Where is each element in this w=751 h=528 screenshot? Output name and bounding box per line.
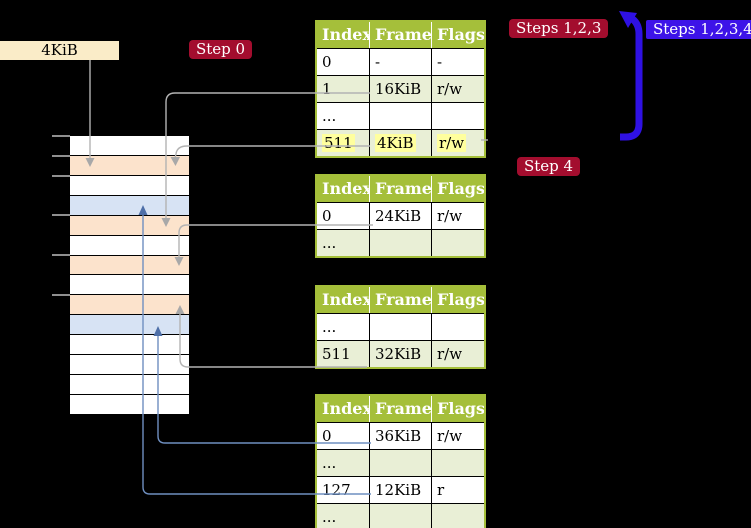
memory-row-free [70,234,189,255]
table-cell: 32KiB [370,341,432,367]
table-cell: r/w [437,80,463,98]
memory-row-page-table [70,254,189,275]
table-row: ... [317,229,484,256]
column-header: Flags [437,25,484,44]
table-cell: 0 [317,49,370,75]
memory-row-page-table [70,214,189,235]
address-tick [52,174,70,177]
table-cell: 511 [317,341,370,367]
cr3-address-box: 4KiB [0,41,119,60]
table-row: 511 4KiB r/w [317,129,484,156]
table-cell: 16KiB [370,76,432,102]
highlighted-value: r/w [437,134,467,152]
table-cell: ... [317,103,370,129]
column-header: Index [317,22,370,48]
table-cell: r [437,481,445,499]
address-tick [52,254,70,257]
memory-row-free [70,136,189,155]
table-cell [432,314,484,340]
column-header: Frame [370,22,432,48]
table-cell [432,504,484,528]
table-cell: 511 [317,130,370,156]
column-header: Frame [370,176,432,202]
column-header: Index [317,287,370,313]
table-cell: 36KiB [370,423,432,449]
table-cell: 24KiB [370,203,432,229]
table-cell [432,450,484,476]
memory-row-free [70,334,189,355]
table-cell: 1 [317,76,370,102]
table-cell: 12KiB [370,477,432,503]
steps-big-arrow [620,15,643,141]
step0-badge: Step 0 [189,40,253,59]
memory-row-page-table [70,294,189,315]
table-cell: 0 [317,203,370,229]
memory-row-mapped-page [70,194,189,215]
column-header: Frame [370,287,432,313]
address-tick [52,293,70,296]
memory-row-free [70,174,189,195]
column-header: Index [317,396,370,422]
address-tick [52,214,70,217]
table-cell: ... [317,450,370,476]
memory-row-page-table [70,154,189,175]
table-cell: 0 [317,423,370,449]
step4-badge: Step 4 [517,157,581,176]
table-cell: ... [317,504,370,528]
column-header: Flags [437,179,484,198]
address-tick [52,154,70,157]
memory-row-free [70,393,189,414]
highlighted-value: 511 [322,134,355,152]
table-cell [432,103,484,129]
table-cell: r/w [437,207,463,225]
steps1234-badge: Steps 1,2,3,4 [646,20,751,39]
table-cell: r/w [432,130,484,156]
table-cell: - [437,53,443,71]
column-header: Flags [437,290,484,309]
table-cell: r/w [437,427,463,445]
steps123-badge: Steps 1,2,3 [509,19,609,38]
memory-column [70,136,189,414]
table-cell [370,450,432,476]
table-cell [370,103,432,129]
table-cell [432,230,484,256]
table-cell: r/w [437,345,463,363]
highlighted-value: 4KiB [375,134,416,152]
steps-big-arrowhead [619,11,637,28]
table-row: ... [317,313,484,340]
memory-row-free [70,374,189,394]
table-cell: ... [317,230,370,256]
table-cell [370,230,432,256]
table-row: ... [317,102,484,129]
table-row: ... [317,503,484,528]
memory-row-free [70,354,189,375]
table-cell: - [370,49,432,75]
table-cell: ... [317,314,370,340]
column-header: Index [317,176,370,202]
table-cell [370,504,432,528]
column-header: Frame [370,396,432,422]
table-row: 0-- [317,48,484,75]
memory-row-free [70,274,189,295]
address-tick [52,135,70,137]
table-cell [370,314,432,340]
table-cell: 127 [317,477,370,503]
column-header: Flags [437,399,484,418]
memory-row-mapped-page [70,314,189,335]
table-row: ... [317,449,484,476]
table-cell: 4KiB [370,130,432,156]
